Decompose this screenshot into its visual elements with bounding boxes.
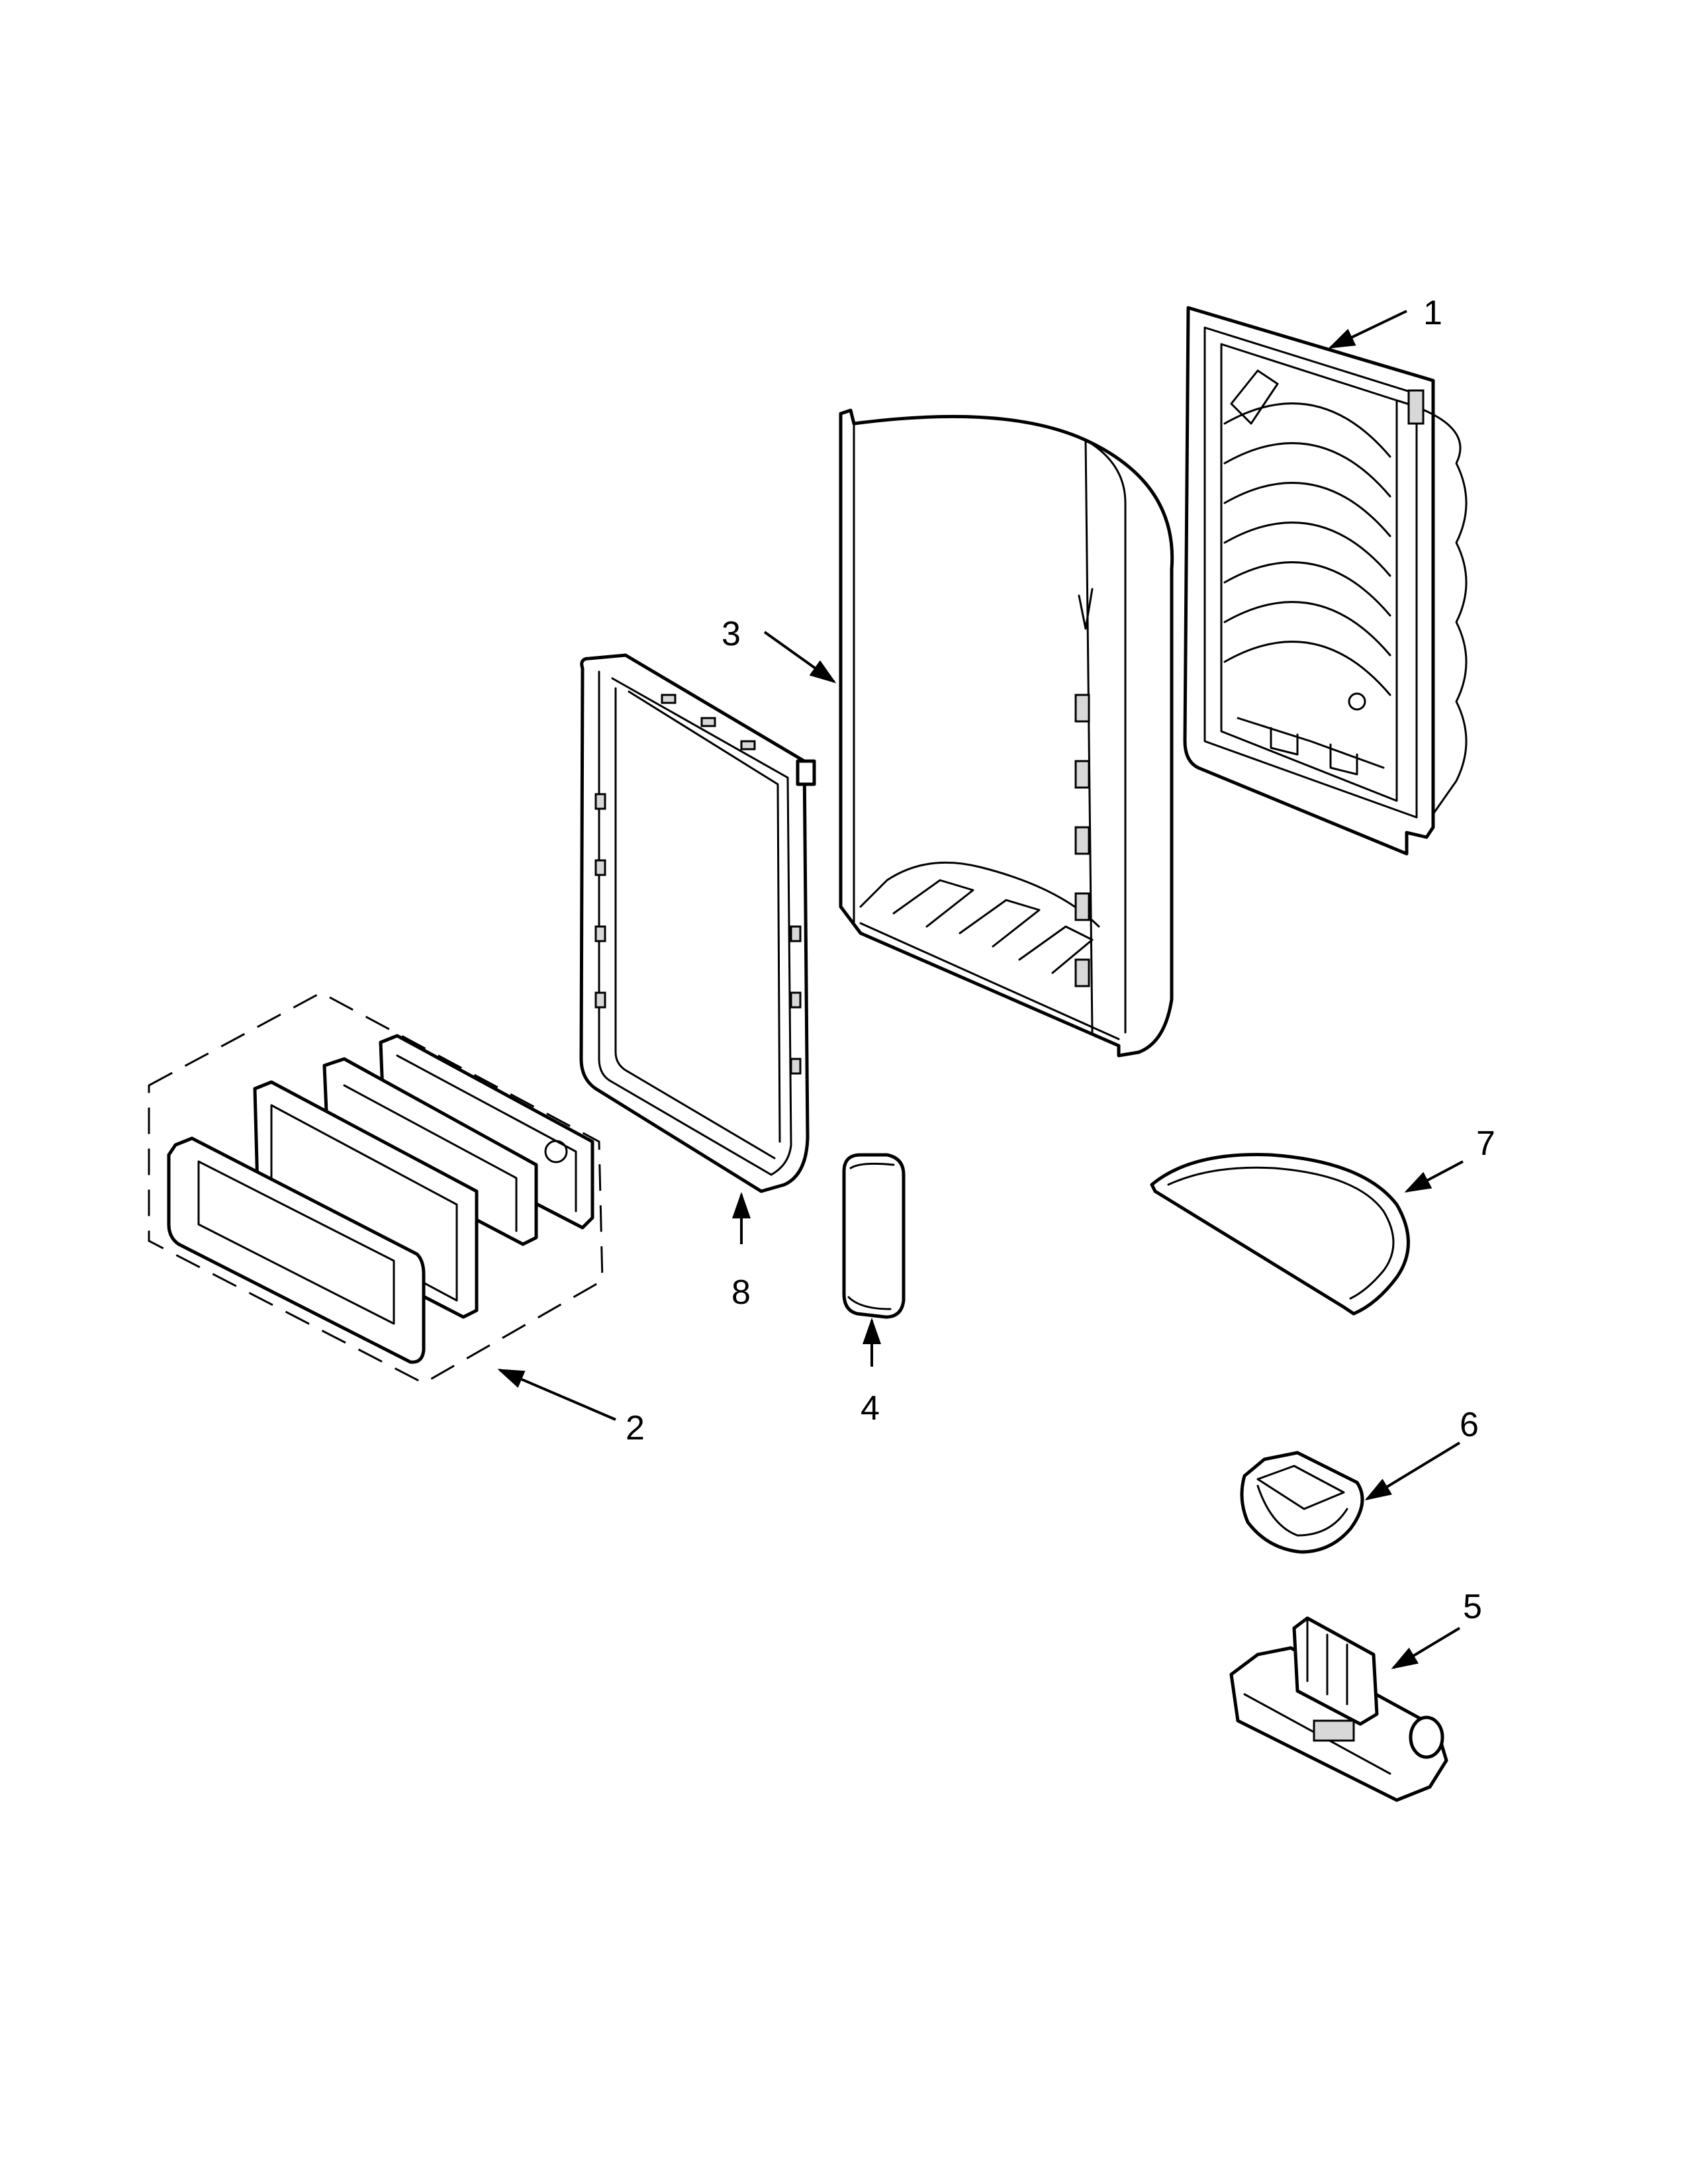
leader-6 — [1364, 1441, 1461, 1501]
part-ice-chute-door-assembly — [1229, 1616, 1448, 1802]
callout-1: 1 — [1423, 294, 1442, 332]
callout-7: 7 — [1476, 1124, 1495, 1163]
part-drip-tray — [1150, 1153, 1410, 1316]
part-dispenser-cavity-liner — [839, 408, 1174, 1058]
leader-2 — [497, 1369, 616, 1421]
callout-6: 6 — [1460, 1406, 1479, 1444]
leader-5 — [1391, 1627, 1461, 1670]
part-paddle-cover — [842, 1153, 906, 1319]
callout-3: 3 — [722, 615, 741, 653]
part-dispenser-bezel-frame — [579, 653, 816, 1193]
callout-2: 2 — [626, 1409, 645, 1447]
callout-8: 8 — [731, 1273, 751, 1312]
leader-1 — [1328, 310, 1407, 349]
callout-4: 4 — [861, 1389, 880, 1428]
leader-7 — [1404, 1160, 1464, 1193]
part-dispenser-housing — [1183, 306, 1468, 856]
callout-5: 5 — [1463, 1588, 1482, 1626]
part-ice-chute-funnel — [1240, 1451, 1364, 1554]
leader-3 — [763, 631, 837, 684]
callout-labels: 1 3 8 2 4 7 6 5 — [626, 294, 1495, 1626]
part-control-panel-assembly — [148, 991, 604, 1385]
leader-lines — [497, 310, 1464, 1670]
